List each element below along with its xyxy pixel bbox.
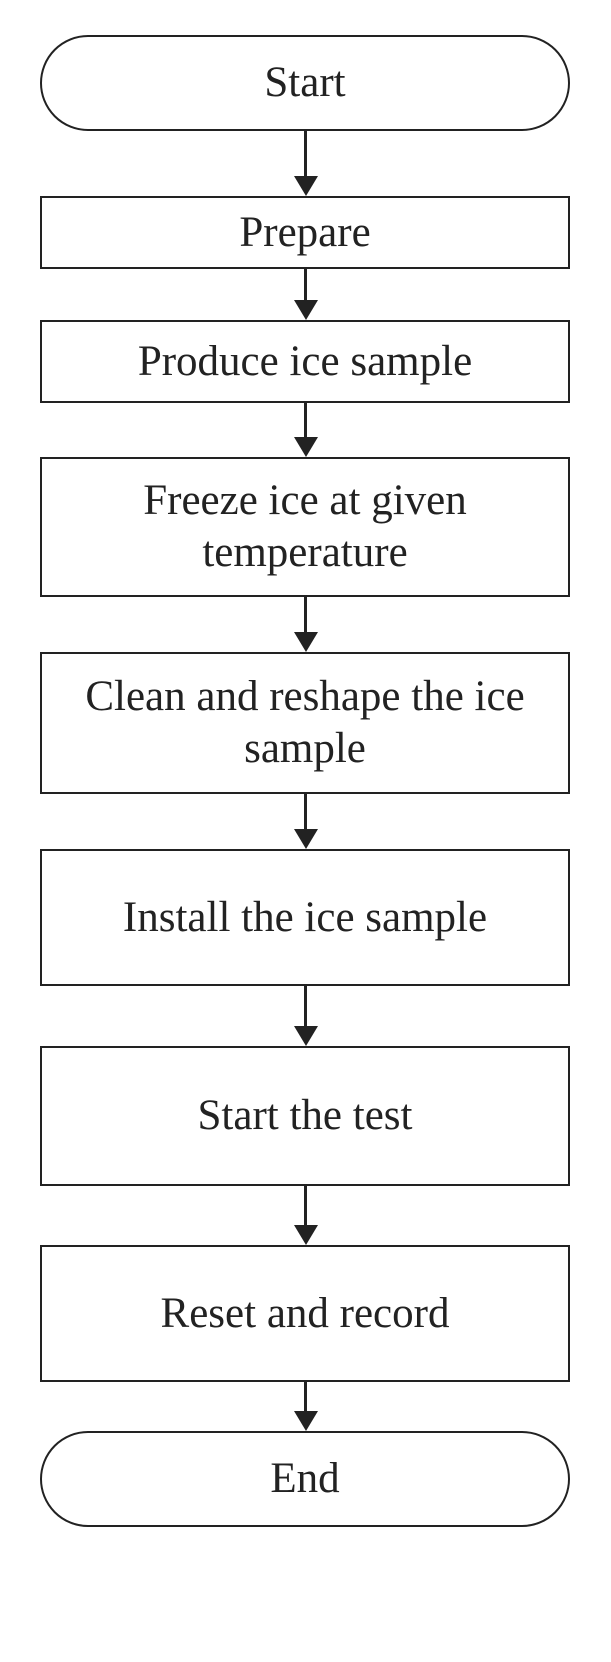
- arrow-reset-to-end: [304, 1382, 307, 1411]
- prepare-label: Prepare: [239, 208, 371, 256]
- arrow-head: [294, 176, 318, 196]
- arrow-head: [294, 829, 318, 849]
- arrow-freeze-to-clean: [304, 597, 307, 632]
- start-label: Start: [264, 59, 346, 107]
- arrow-produce-to-freeze: [304, 403, 307, 437]
- arrow-head: [294, 437, 318, 457]
- end-node: End: [40, 1431, 570, 1527]
- install-label: Install the ice sample: [122, 893, 488, 941]
- produce-node: Produce ice sample: [40, 320, 570, 403]
- arrow-head: [294, 632, 318, 652]
- arrow-clean-to-install: [304, 794, 307, 829]
- clean-node: Clean and reshape the ice sample: [40, 652, 570, 794]
- arrow-head: [294, 300, 318, 320]
- install-node: Install the ice sample: [40, 849, 570, 986]
- arrow-start-to-prepare: [304, 131, 307, 176]
- reset-label: Reset and record: [160, 1289, 450, 1337]
- freeze-label: Freeze ice at given temperature: [143, 477, 467, 576]
- arrow-head: [294, 1225, 318, 1245]
- clean-label: Clean and reshape the ice sample: [85, 673, 525, 772]
- produce-label: Produce ice sample: [137, 337, 473, 385]
- reset-node: Reset and record: [40, 1245, 570, 1382]
- freeze-node: Freeze ice at given temperature: [40, 457, 570, 597]
- start-test-label: Start the test: [197, 1092, 413, 1140]
- start-test-node: Start the test: [40, 1046, 570, 1186]
- prepare-node: Prepare: [40, 196, 570, 269]
- arrow-prepare-to-produce: [304, 269, 307, 300]
- start-node: Start: [40, 35, 570, 131]
- arrow-head: [294, 1026, 318, 1046]
- arrow-start-test-to-reset: [304, 1186, 307, 1225]
- end-label: End: [270, 1455, 340, 1503]
- arrow-head: [294, 1411, 318, 1431]
- arrow-install-to-start-test: [304, 986, 307, 1026]
